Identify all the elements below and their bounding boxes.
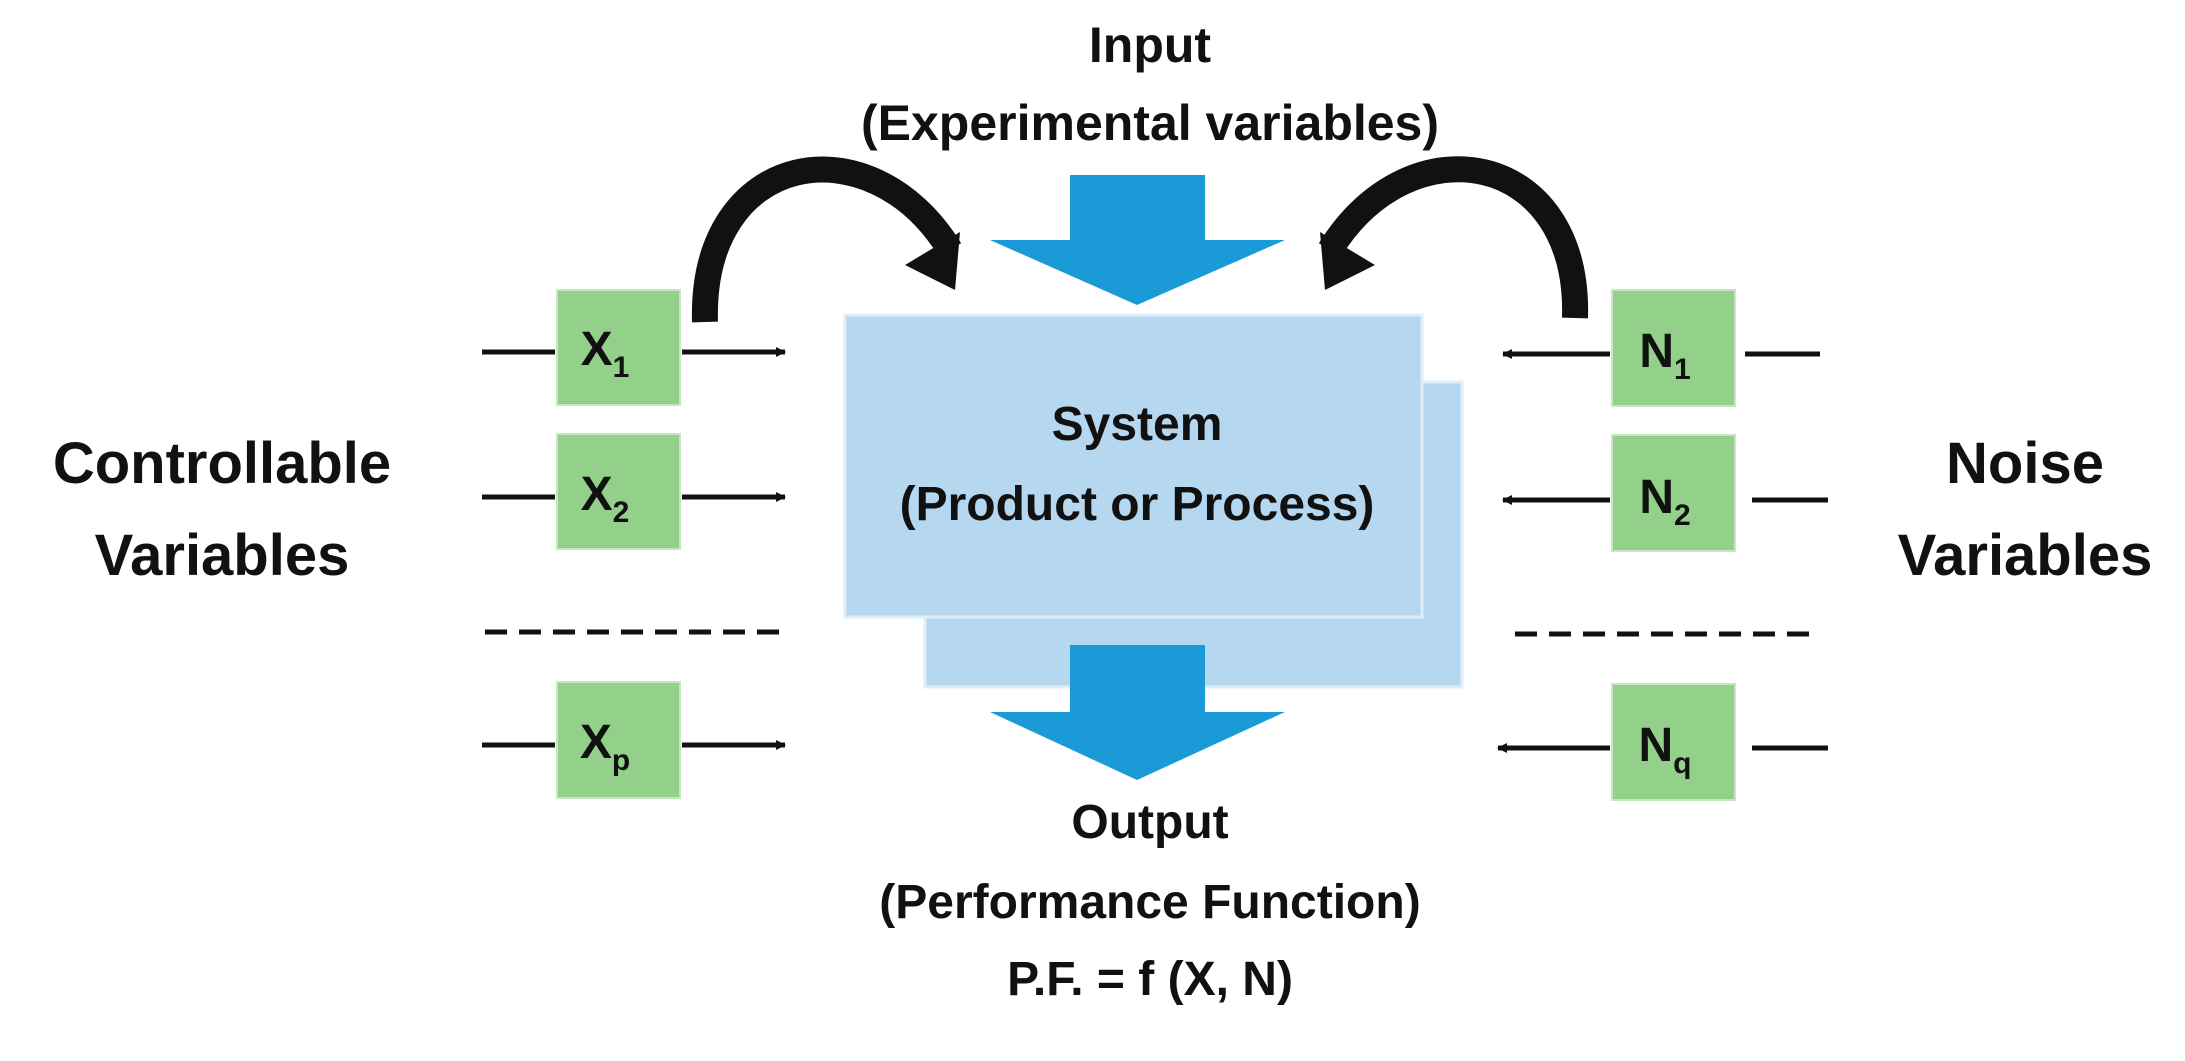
nq-label: Nq (1639, 719, 1692, 780)
controllable-label-line2: Variables (95, 523, 350, 588)
right-curved-arrow (1318, 156, 1589, 319)
x1-box (556, 289, 681, 406)
left-curved-arrow (691, 156, 962, 323)
input-subtitle: (Experimental variables) (861, 95, 1439, 151)
system-title: System (1052, 398, 1223, 451)
n2-label: N2 (1639, 471, 1690, 532)
xp-label: Xp (580, 716, 630, 777)
x1-label: X1 (581, 323, 630, 384)
xp-box (556, 681, 681, 799)
input-title: Input (1089, 17, 1212, 73)
output-formula: P.F. = f (X, N) (1007, 953, 1293, 1006)
system-box (843, 313, 1424, 619)
controllable-label-line1: Controllable (53, 431, 391, 496)
x2-box (556, 433, 681, 550)
right-curved-arrowhead (1320, 232, 1375, 290)
n1-box (1611, 289, 1736, 407)
n2-box (1611, 434, 1736, 552)
output-title: Output (1071, 796, 1228, 849)
x2-label: X2 (581, 468, 630, 529)
input-block-arrow (990, 175, 1285, 305)
system-subtitle: (Product or Process) (900, 478, 1375, 531)
output-block-arrow (990, 645, 1285, 780)
noise-label-line1: Noise (1946, 431, 2104, 496)
output-subtitle: (Performance Function) (879, 876, 1420, 929)
nq-box (1611, 683, 1736, 801)
n1-label: N1 (1639, 325, 1690, 386)
noise-label-line2: Variables (1898, 523, 2153, 588)
left-curved-arrowhead (905, 232, 960, 290)
